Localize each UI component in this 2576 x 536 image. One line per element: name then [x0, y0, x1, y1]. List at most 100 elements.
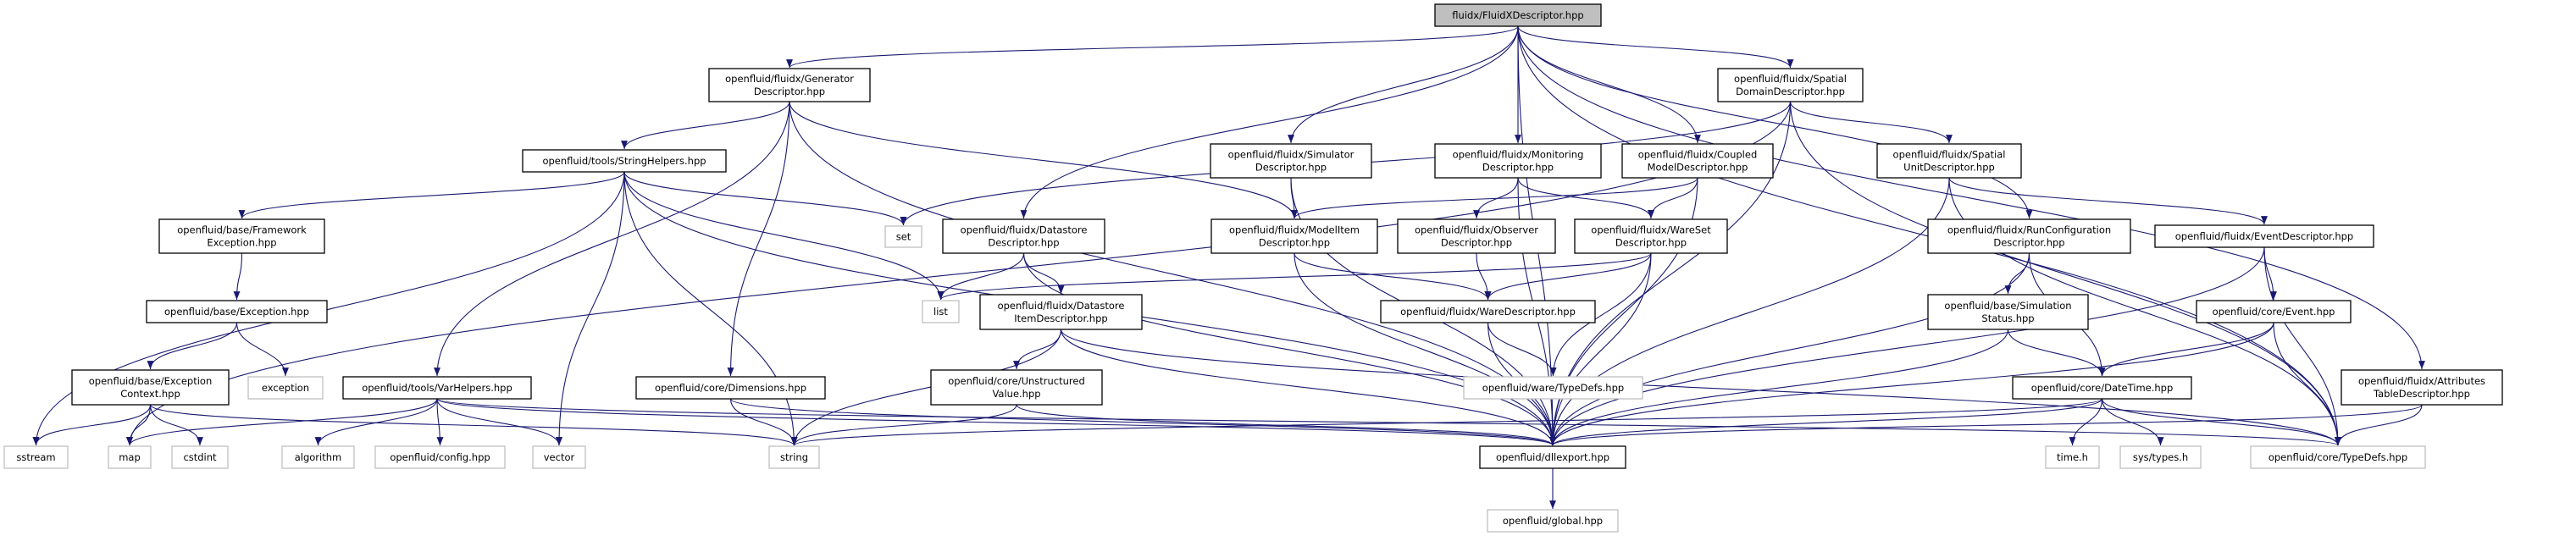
- node-label: openfluid/fluidx/Datastore: [998, 300, 1125, 312]
- node-eventdesc[interactable]: openfluid/fluidx/EventDescriptor.hpp: [2154, 224, 2374, 248]
- node-label: Value.hpp: [992, 388, 1040, 400]
- node-box: [884, 225, 922, 248]
- node-box: [979, 294, 1143, 330]
- node-box: [374, 445, 506, 469]
- node-label: DomainDescriptor.hpp: [1736, 86, 1845, 97]
- node-datastoreitem[interactable]: openfluid/fluidx/DatastoreItemDescriptor…: [979, 294, 1143, 330]
- node-label: openfluid/ware/TypeDefs.hpp: [1482, 382, 1624, 394]
- edge-modelitem-to-dllexport: [1294, 252, 1556, 446]
- node-label: vector: [544, 451, 575, 463]
- node-box: [1574, 218, 1728, 254]
- node-label: Descriptor.hpp: [1615, 237, 1687, 249]
- node-box: [1487, 509, 1619, 533]
- node-timeh[interactable]: time.h: [2045, 445, 2100, 469]
- node-box: [1210, 143, 1372, 179]
- node-map[interactable]: map: [108, 445, 152, 469]
- node-label: Descriptor.hpp: [754, 86, 825, 97]
- node-systypes[interactable]: sys/types.h: [2119, 445, 2202, 469]
- edge-spatialunit-to-dllexport: [1549, 177, 1950, 446]
- node-dllexport[interactable]: openfluid/dllexport.hpp: [1479, 445, 1626, 469]
- node-label: openfluid/fluidx/RunConfiguration: [1947, 224, 2111, 236]
- node-box: [2119, 445, 2202, 469]
- node-label: Descriptor.hpp: [1255, 162, 1327, 174]
- node-label: openfluid/fluidx/Spatial: [1734, 73, 1847, 85]
- node-label: openfluid/fluidx/Monitoring: [1453, 149, 1584, 161]
- node-box: [281, 445, 355, 469]
- node-global[interactable]: openfluid/global.hpp: [1487, 509, 1619, 533]
- node-label: openfluid/core/Event.hpp: [2213, 306, 2335, 318]
- node-spatialunit[interactable]: openfluid/fluidx/SpatialUnitDescriptor.h…: [1876, 143, 2022, 179]
- edge-coupled-to-wareset: [1648, 177, 1698, 219]
- edge-datastore-to-datastoreitem: [1022, 252, 1065, 295]
- node-label: openfluid/fluidx/Datastore: [961, 224, 1088, 236]
- node-exception[interactable]: exception: [247, 376, 324, 400]
- node-label: time.h: [2057, 451, 2088, 463]
- node-box: [2012, 376, 2192, 400]
- edge-exccontext-to-string: [149, 404, 798, 446]
- node-spatialdomain[interactable]: openfluid/fluidx/SpatialDomainDescriptor…: [1717, 68, 1864, 102]
- node-waretypedefs[interactable]: openfluid/ware/TypeDefs.hpp: [1463, 376, 1643, 400]
- node-root[interactable]: fluidx/FluidXDescriptor.hpp: [1434, 3, 1602, 27]
- node-datetime[interactable]: openfluid/core/DateTime.hpp: [2012, 376, 2192, 400]
- node-set[interactable]: set: [884, 225, 922, 248]
- node-attributes[interactable]: openfluid/fluidx/AttributesTableDescript…: [2341, 369, 2503, 406]
- node-string[interactable]: string: [768, 445, 820, 469]
- node-label: openfluid/tools/VarHelpers.hpp: [362, 382, 512, 394]
- node-label: openfluid/tools/StringHelpers.hpp: [542, 155, 706, 167]
- node-coupled[interactable]: openfluid/fluidx/CoupledModelDescriptor.…: [1621, 143, 1774, 179]
- node-stringhelpers[interactable]: openfluid/tools/StringHelpers.hpp: [522, 149, 727, 173]
- node-sstream[interactable]: sstream: [3, 445, 69, 469]
- node-cstdint[interactable]: cstdint: [171, 445, 229, 469]
- edge-datetime-to-dllexport: [1549, 398, 2103, 446]
- edge-stringhelpers-to-frameworkexc: [238, 171, 625, 219]
- node-coretypedefs[interactable]: openfluid/core/TypeDefs.hpp: [2250, 445, 2426, 469]
- node-label: openfluid/global.hpp: [1503, 515, 1603, 527]
- node-dimensions[interactable]: openfluid/core/Dimensions.hpp: [635, 376, 826, 400]
- node-vector[interactable]: vector: [532, 445, 586, 469]
- node-label: openfluid/fluidx/Attributes: [2358, 375, 2485, 387]
- edge-wareset-to-waretypedefs: [1549, 252, 1652, 377]
- node-label: Descriptor.hpp: [988, 237, 1059, 249]
- node-exception_hpp[interactable]: openfluid/base/Exception.hpp: [146, 300, 328, 323]
- node-label: fluidx/FluidXDescriptor.hpp: [1452, 9, 1583, 21]
- node-label: map: [119, 451, 141, 463]
- edge-varhelpers-to-config: [436, 398, 444, 446]
- node-runconfig[interactable]: openfluid/fluidx/RunConfigurationDescrip…: [1927, 218, 2131, 254]
- edge-event-to-coretypedefs: [2273, 322, 2341, 446]
- node-algorithm[interactable]: algorithm: [281, 445, 355, 469]
- edge-varhelpers-to-coretypedefs: [436, 398, 2341, 446]
- node-config[interactable]: openfluid/config.hpp: [374, 445, 506, 469]
- node-event[interactable]: openfluid/core/Event.hpp: [2196, 300, 2352, 323]
- node-label: algorithm: [295, 451, 342, 463]
- edge-spatialunit-to-eventdesc: [1948, 177, 2268, 225]
- node-box: [71, 369, 230, 406]
- nodes-layer: fluidx/FluidXDescriptor.hpp openfluid/flu…: [3, 3, 2503, 533]
- node-label: sys/types.h: [2133, 451, 2188, 463]
- node-label: openfluid/fluidx/EventDescriptor.hpp: [2175, 230, 2353, 242]
- node-label: openfluid/core/DateTime.hpp: [2031, 382, 2174, 394]
- edge-simstatus-to-dllexport: [1549, 329, 2009, 446]
- node-monitoring[interactable]: openfluid/fluidx/MonitoringDescriptor.hp…: [1434, 143, 1602, 179]
- edge-spatialdomain-to-coretypedefs: [1789, 101, 2341, 446]
- node-list[interactable]: list: [922, 300, 960, 323]
- edge-stringhelpers-to-list: [623, 171, 945, 301]
- node-waredesc[interactable]: openfluid/fluidx/WareDescriptor.hpp: [1380, 300, 1596, 323]
- edge-generator-to-stringhelpers: [621, 101, 790, 150]
- node-varhelpers[interactable]: openfluid/tools/VarHelpers.hpp: [342, 376, 532, 400]
- node-label: Descriptor.hpp: [1482, 162, 1554, 174]
- edge-stringhelpers-to-set: [623, 171, 907, 226]
- edge-frameworkexc-to-exception_hpp: [233, 252, 243, 301]
- node-label: openfluid/fluidx/Spatial: [1893, 149, 2006, 161]
- node-box: [2250, 445, 2426, 469]
- node-label: openfluid/base/Exception: [89, 375, 213, 387]
